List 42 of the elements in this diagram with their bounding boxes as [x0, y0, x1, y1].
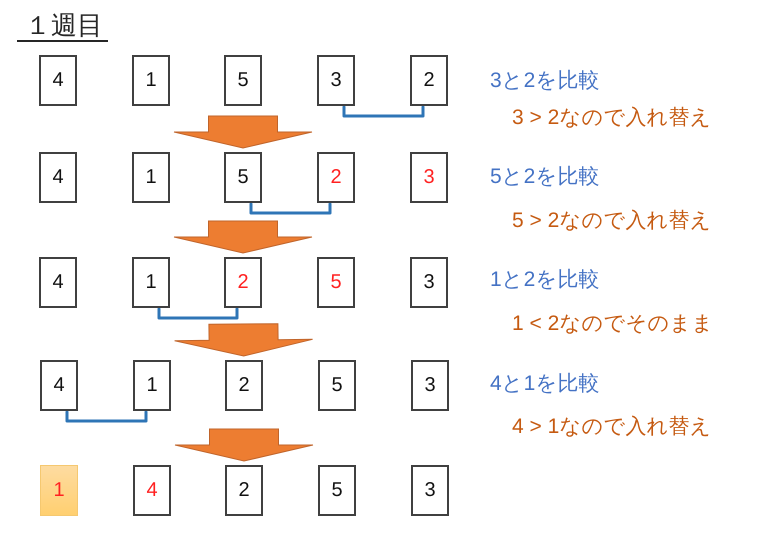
- comparison-bracket: [342, 106, 424, 118]
- title: １週目: [17, 10, 108, 42]
- number-card: 2: [410, 55, 448, 106]
- number-card: 1: [133, 360, 171, 411]
- block-arrow: [174, 323, 314, 357]
- comparison-text: 5と2を比較: [490, 165, 600, 189]
- number-card: 1: [132, 55, 170, 106]
- number-card: 5: [224, 152, 262, 203]
- result-text: 3 > 2なので入れ替え: [512, 106, 712, 130]
- number-card: 5: [318, 360, 356, 411]
- number-card: 4: [39, 55, 77, 106]
- number-card: 1: [132, 257, 170, 308]
- highlighted-card: 1: [40, 465, 78, 516]
- number-card: 3: [410, 257, 448, 308]
- block-arrow: [174, 220, 312, 254]
- number-card: 3: [410, 152, 448, 203]
- number-card: 3: [317, 55, 355, 106]
- number-card: 3: [411, 360, 449, 411]
- number-card: 2: [317, 152, 355, 203]
- result-text: 5 > 2なので入れ替え: [512, 209, 712, 233]
- number-card: 4: [40, 360, 78, 411]
- comparison-bracket: [66, 410, 148, 422]
- number-card: 1: [132, 152, 170, 203]
- number-card: 5: [224, 55, 262, 106]
- block-arrow: [174, 116, 312, 149]
- number-card: 5: [317, 257, 355, 308]
- number-card: 4: [39, 257, 77, 308]
- comparison-text: 1と2を比較: [490, 268, 600, 292]
- number-card: 2: [225, 465, 263, 516]
- number-card: 2: [224, 257, 262, 308]
- comparison-bracket: [250, 202, 332, 214]
- comparison-text: 4と1を比較: [490, 372, 600, 396]
- comparison-text: 3と2を比較: [490, 69, 600, 93]
- result-text: 1 < 2なのでそのまま: [512, 312, 714, 336]
- comparison-bracket: [158, 308, 238, 320]
- number-card: 3: [411, 465, 449, 516]
- number-card: 2: [225, 360, 263, 411]
- number-card: 4: [133, 465, 171, 516]
- block-arrow: [174, 428, 314, 462]
- number-card: 5: [318, 465, 356, 516]
- number-card: 4: [39, 152, 77, 203]
- result-text: 4 > 1なので入れ替え: [512, 415, 712, 439]
